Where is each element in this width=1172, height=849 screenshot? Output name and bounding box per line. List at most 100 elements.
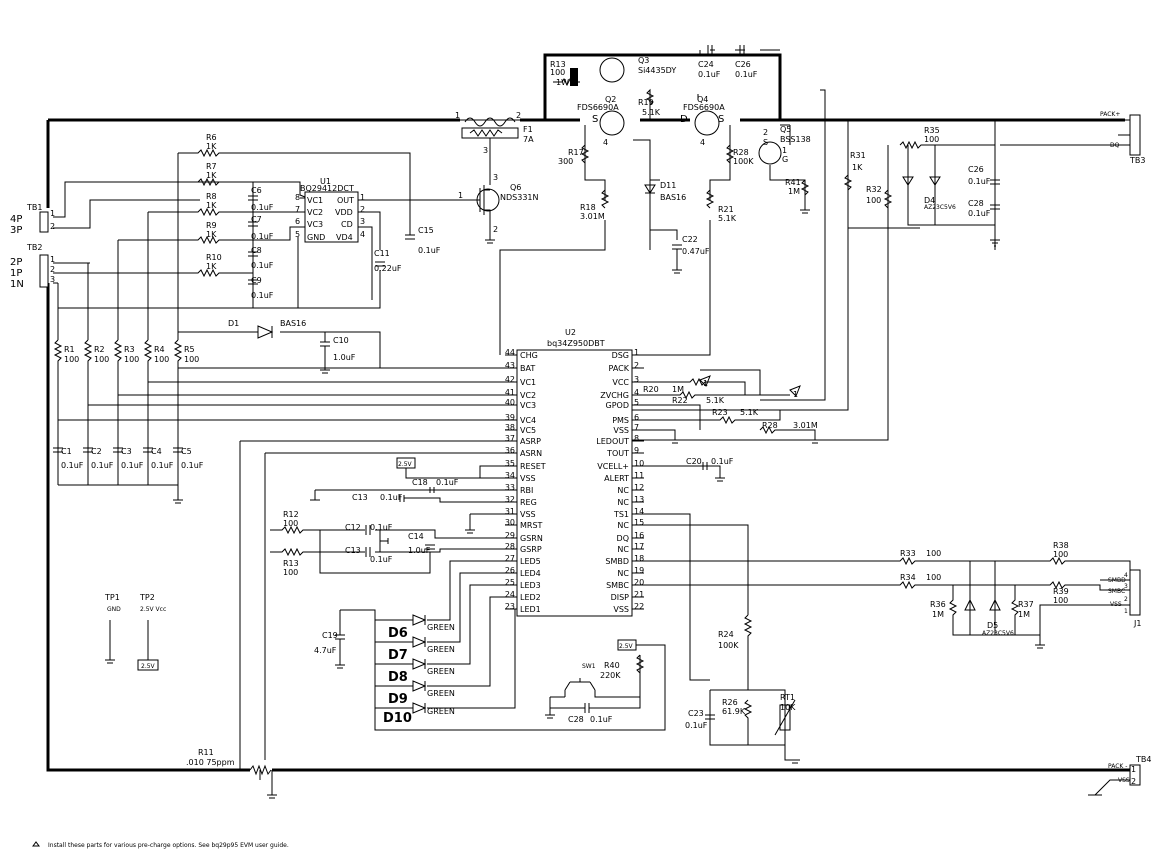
footnote: Install these parts for various pre-char… (32, 841, 289, 849)
u2-body (516, 349, 633, 617)
u2-right-pin-num-8: 8 (634, 434, 639, 443)
tb2-pin-1n: 1N (10, 279, 24, 290)
r11-ref: R11 (198, 748, 214, 757)
r41-val: 1M (788, 187, 800, 196)
q4-ref: Q4 (697, 95, 708, 104)
r41-ref: R41 (785, 178, 801, 187)
rt1-ref: RT1 (780, 693, 795, 702)
q4-part: FDS6690A (683, 103, 725, 112)
r31-ref: R31 (850, 151, 866, 160)
r19-ref: R18 (580, 203, 596, 212)
u2-left-pin-name-24: LED2 (520, 593, 541, 602)
q6-pin1: 1 (458, 191, 463, 200)
r21-ref: R20 (643, 385, 659, 394)
u2-left-pin-num-43: 43 (505, 361, 515, 370)
r28-ref: R28 (762, 421, 778, 430)
u1-pin-1: 1 (360, 193, 365, 202)
u2-right-pin-num-16: 16 (634, 531, 644, 540)
u2-right-pin-name-17: NC (617, 545, 629, 554)
u2-left-pin-num-25: 25 (505, 578, 515, 587)
r17-val: 100 (550, 68, 565, 77)
u2-left-pin-name-31: VSS (520, 510, 536, 519)
r8-val: 1K (206, 201, 217, 210)
c14-val: 0.1uF (380, 493, 403, 502)
u2-right-pin-num-14: 14 (634, 507, 644, 516)
r23-val: 5.1K (706, 396, 725, 405)
c28-val: 0.1uF (590, 715, 613, 724)
r6-val: 1K (206, 142, 217, 151)
r40-val: 220K (600, 671, 621, 680)
d5-ref: D5 (987, 621, 998, 630)
c2-val: 0.1uF (91, 461, 114, 470)
c15-ref: C15 (418, 226, 434, 235)
r27-val: 100K (733, 157, 754, 166)
u2-right-pin-name-9: TOUT (606, 449, 629, 458)
u1-pin-vdd: VDD (335, 208, 353, 217)
u2-left-pin-num-41: 41 (505, 388, 515, 397)
c3-ref: C3 (121, 447, 132, 456)
r26-ref: R26 (722, 698, 738, 707)
c22-val: 0.1uF (685, 721, 708, 730)
r18-ref: R17 (568, 148, 584, 157)
d9-ref: D9 (388, 692, 408, 707)
u2-right-pin-name-14: TS1 (613, 510, 629, 519)
u2-right-pin-name-12: NC (617, 486, 629, 495)
u2-right-pin-num-20: 20 (634, 578, 644, 587)
tb2-num-1: 1 (50, 255, 55, 264)
r36-val: 1M (932, 610, 944, 619)
u2-left-pin-name-39: VC4 (520, 416, 536, 425)
c4-val: 0.1uF (151, 461, 174, 470)
c11-val: 0.22uF (374, 264, 402, 273)
r19-val: 3.01M (580, 212, 605, 221)
r27-ref: R28 (733, 148, 749, 157)
u2-right-pin-num-5: 5 (634, 398, 639, 407)
fet-resistors (580, 144, 810, 274)
u2-left-pin-name-33: RBI (520, 486, 533, 495)
u2-left-pin-name-44: CHG (520, 351, 538, 360)
c7-val: 0.1uF (251, 232, 274, 241)
tb1-pin-4p: 4P (10, 214, 22, 225)
q2-pin4: 4 (603, 138, 608, 147)
u1-pin-7: 7 (295, 205, 300, 214)
f1-pin2: 2 (516, 111, 521, 120)
u2-left-pin-name-29: GSRN (520, 534, 543, 543)
fuse-f1: 1 2 3 F1 7A (455, 111, 534, 155)
c6-ref: C6 (251, 186, 262, 195)
u2-left-pin-name-36: ASRN (520, 449, 542, 458)
u2-left-pin-name-28: GSRP (520, 545, 542, 554)
r38-val: 100 (1053, 550, 1068, 559)
c11-ref: C11 (374, 249, 390, 258)
q4-pin4: 4 (700, 138, 705, 147)
q3-part: Si4435DY (638, 66, 676, 75)
u2-left-pin-name-35: RESET (520, 462, 546, 471)
r7-val: 1K (206, 171, 217, 180)
r39-ref: R39 (1053, 587, 1069, 596)
j1-smbc: SMBC (1108, 588, 1125, 595)
u2-left-pin-name-37: ASRP (520, 437, 541, 446)
d7-color: GREEN (427, 645, 455, 654)
u2-left-pin-num-37: 37 (505, 434, 515, 443)
r2-val: 100 (94, 355, 109, 364)
r32-val: 100 (866, 196, 881, 205)
u2-right-pin-name-8: LEDOUT (596, 437, 629, 446)
c2-ref: C2 (91, 447, 102, 456)
u2-right-pin-num-4: 4 (634, 388, 639, 397)
tp1-label: GND (107, 606, 121, 613)
f1-ref: F1 (523, 125, 533, 134)
r22-ref: R21 (718, 205, 734, 214)
dq-protection: R31 1K R32 100 R35 100 D4 AZ23C5V6 C26 0… (630, 120, 1000, 441)
r20-val: 5.1K (642, 108, 661, 117)
u2-right-pin-name-6: PMS (612, 416, 629, 425)
c26-val: 0.1uF (968, 177, 991, 186)
q4-d: D (680, 114, 688, 125)
r9-val: 1K (206, 230, 217, 239)
u2-part: bq34Z950DBT (547, 339, 605, 348)
c21-val: 0.47uF (682, 247, 710, 256)
c3-val: 0.1uF (121, 461, 144, 470)
u2-left-pin-name-34: VSS (520, 474, 536, 483)
d6-color: GREEN (427, 623, 455, 632)
u1-pin-3: 3 (360, 217, 365, 226)
c12-ref: C12 (345, 523, 361, 532)
u2-left-pin-num-40: 40 (505, 398, 515, 407)
c9-ref: C9 (251, 276, 262, 285)
